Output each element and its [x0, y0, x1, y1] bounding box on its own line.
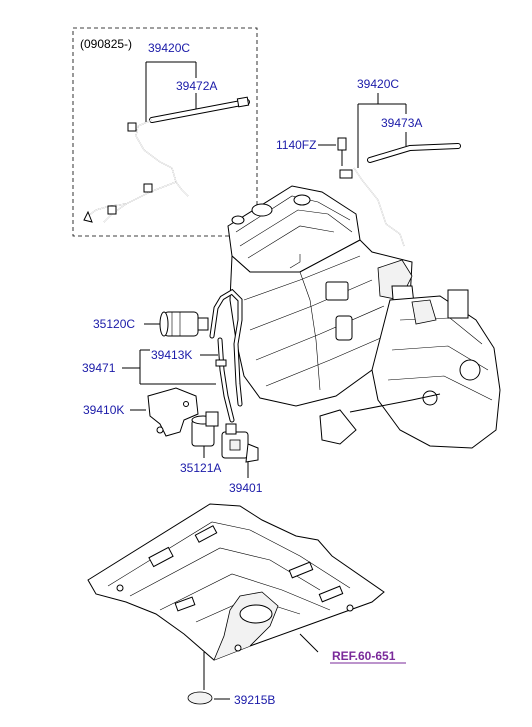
- tube-39420c-left: [83, 119, 189, 223]
- plug-shape: [187, 691, 213, 705]
- plug-39215b: 39215B: [187, 652, 275, 707]
- label-39215b: 39215B: [234, 693, 275, 707]
- hose-39473a: [367, 143, 461, 163]
- reference-link[interactable]: REF.60-651: [332, 649, 396, 663]
- callouts-upper-right: 39420C 39473A 1140FZ: [276, 77, 422, 168]
- reference-callout[interactable]: REF.60-651: [299, 633, 406, 664]
- variant-label: (090825-): [80, 37, 132, 51]
- label-39420c-right: 39420C: [357, 77, 399, 91]
- valve-35121a: [191, 411, 219, 447]
- label-35120c: 35120C: [93, 317, 135, 331]
- variant-box-border: [72, 27, 258, 237]
- label-39410k: 39410K: [83, 403, 124, 417]
- variant-box: (090825-): [72, 27, 258, 237]
- callouts-left: 35120C 39413K 39471 39410K 35121A 39401: [82, 317, 263, 495]
- label-39472a: 39472A: [176, 79, 217, 93]
- valve-39401: [221, 423, 259, 463]
- leader-ref: [299, 633, 319, 653]
- solenoid-35120c: [159, 311, 209, 337]
- engine-assembly: [227, 185, 501, 449]
- label-35121a: 35121A: [180, 461, 221, 475]
- label-39473a: 39473A: [381, 116, 422, 130]
- bracket-39410k: [147, 387, 199, 437]
- label-39471: 39471: [82, 361, 116, 375]
- bolt-1140fz: [337, 137, 347, 166]
- hose-39413k: [209, 288, 243, 423]
- label-39413k: 39413K: [151, 348, 192, 362]
- hose-39472a: [149, 96, 250, 123]
- label-39401: 39401: [229, 481, 263, 495]
- label-39420c-top: 39420C: [148, 41, 190, 55]
- floor-panel: [87, 503, 385, 661]
- label-1140fz: 1140FZ: [276, 138, 316, 152]
